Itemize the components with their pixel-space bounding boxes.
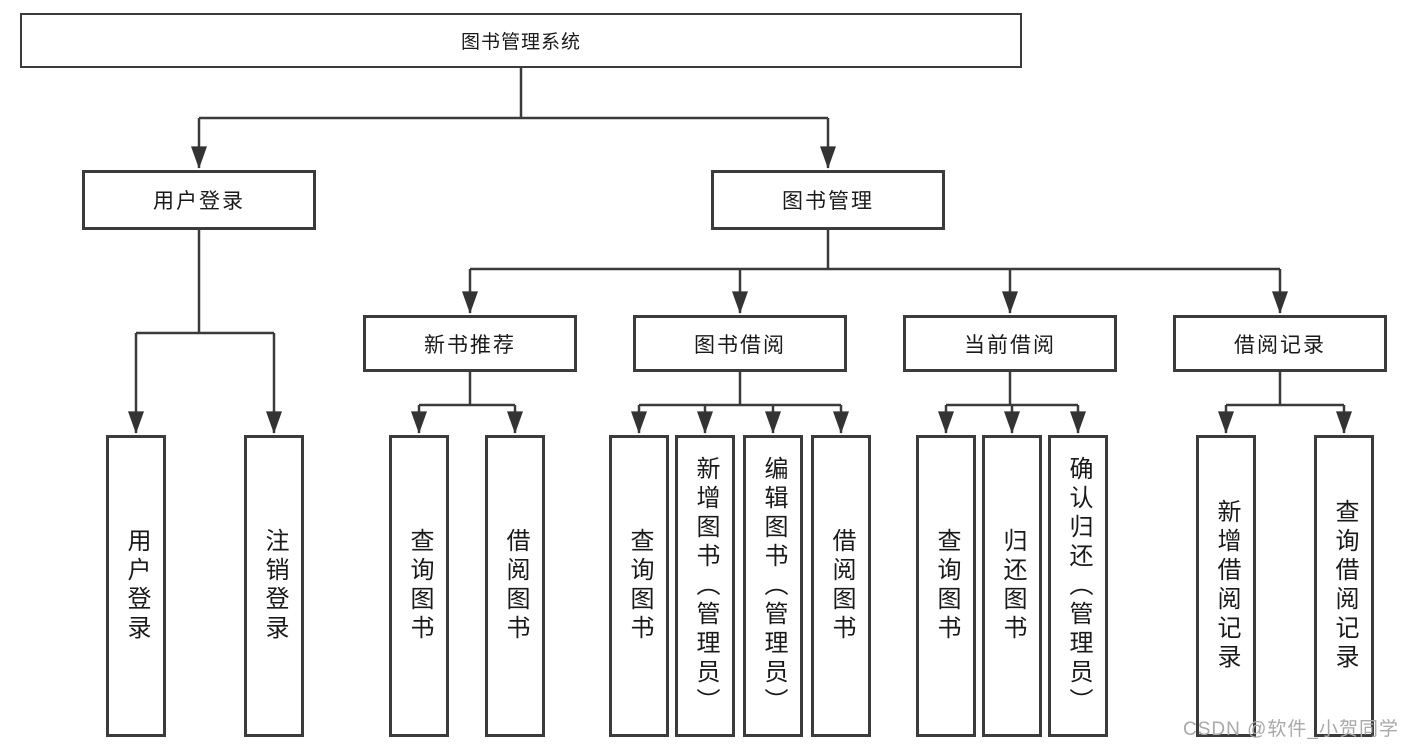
node-label: 图书管理 <box>782 190 874 213</box>
node-label: 新书推荐 <box>424 333 516 357</box>
node-label: 图书管理系统 <box>460 32 581 53</box>
node-label: 用户登录 <box>153 190 245 213</box>
leaf-query-books-current: 查询图书 <box>916 435 976 737</box>
leaf-label: 借阅图书 <box>502 528 529 644</box>
leaf-return-books: 归还图书 <box>982 435 1042 737</box>
leaf-label: 查询图书 <box>626 528 653 644</box>
node-label: 借阅记录 <box>1234 333 1326 357</box>
leaf-label: 编辑图书（管理员） <box>760 455 787 717</box>
leaf-label: 查询图书 <box>406 528 433 644</box>
node-current-borrowing: 当前借阅 <box>903 315 1117 372</box>
leaf-query-borrow-record: 查询借阅记录 <box>1314 435 1374 737</box>
leaf-query-books-recommend: 查询图书 <box>389 435 449 737</box>
leaf-query-books-borrowing: 查询图书 <box>609 435 669 737</box>
node-user-login: 用户登录 <box>82 170 316 230</box>
leaf-confirm-return-admin: 确认归还（管理员） <box>1048 435 1108 737</box>
leaf-user-login: 用户登录 <box>106 435 166 737</box>
leaf-label: 归还图书 <box>999 528 1026 644</box>
leaf-borrow-books-borrowing: 借阅图书 <box>811 435 871 737</box>
node-borrowing-records: 借阅记录 <box>1173 315 1387 372</box>
leaf-add-books-admin: 新增图书（管理员） <box>675 435 735 737</box>
leaf-label: 注销登录 <box>261 528 288 644</box>
leaf-label: 查询借阅记录 <box>1331 499 1358 673</box>
leaf-label: 用户登录 <box>123 528 150 644</box>
leaf-label: 新增图书（管理员） <box>692 455 719 717</box>
leaf-label: 查询图书 <box>933 528 960 644</box>
node-book-borrowing: 图书借阅 <box>633 315 847 372</box>
leaf-borrow-books-recommend: 借阅图书 <box>485 435 545 737</box>
node-label: 图书借阅 <box>694 333 786 357</box>
csdn-watermark: CSDN @软件_小贺同学 <box>1183 719 1399 740</box>
node-book-management: 图书管理 <box>711 170 945 230</box>
node-label: 当前借阅 <box>964 333 1056 357</box>
leaf-add-borrow-record: 新增借阅记录 <box>1196 435 1256 737</box>
node-new-book-recommend: 新书推荐 <box>363 315 577 372</box>
leaf-label: 新增借阅记录 <box>1213 499 1240 673</box>
leaf-label: 借阅图书 <box>828 528 855 644</box>
leaf-label: 确认归还（管理员） <box>1065 455 1092 717</box>
node-library-management-system: 图书管理系统 <box>20 13 1022 68</box>
leaf-edit-books-admin: 编辑图书（管理员） <box>743 435 803 737</box>
leaf-logout: 注销登录 <box>244 435 304 737</box>
